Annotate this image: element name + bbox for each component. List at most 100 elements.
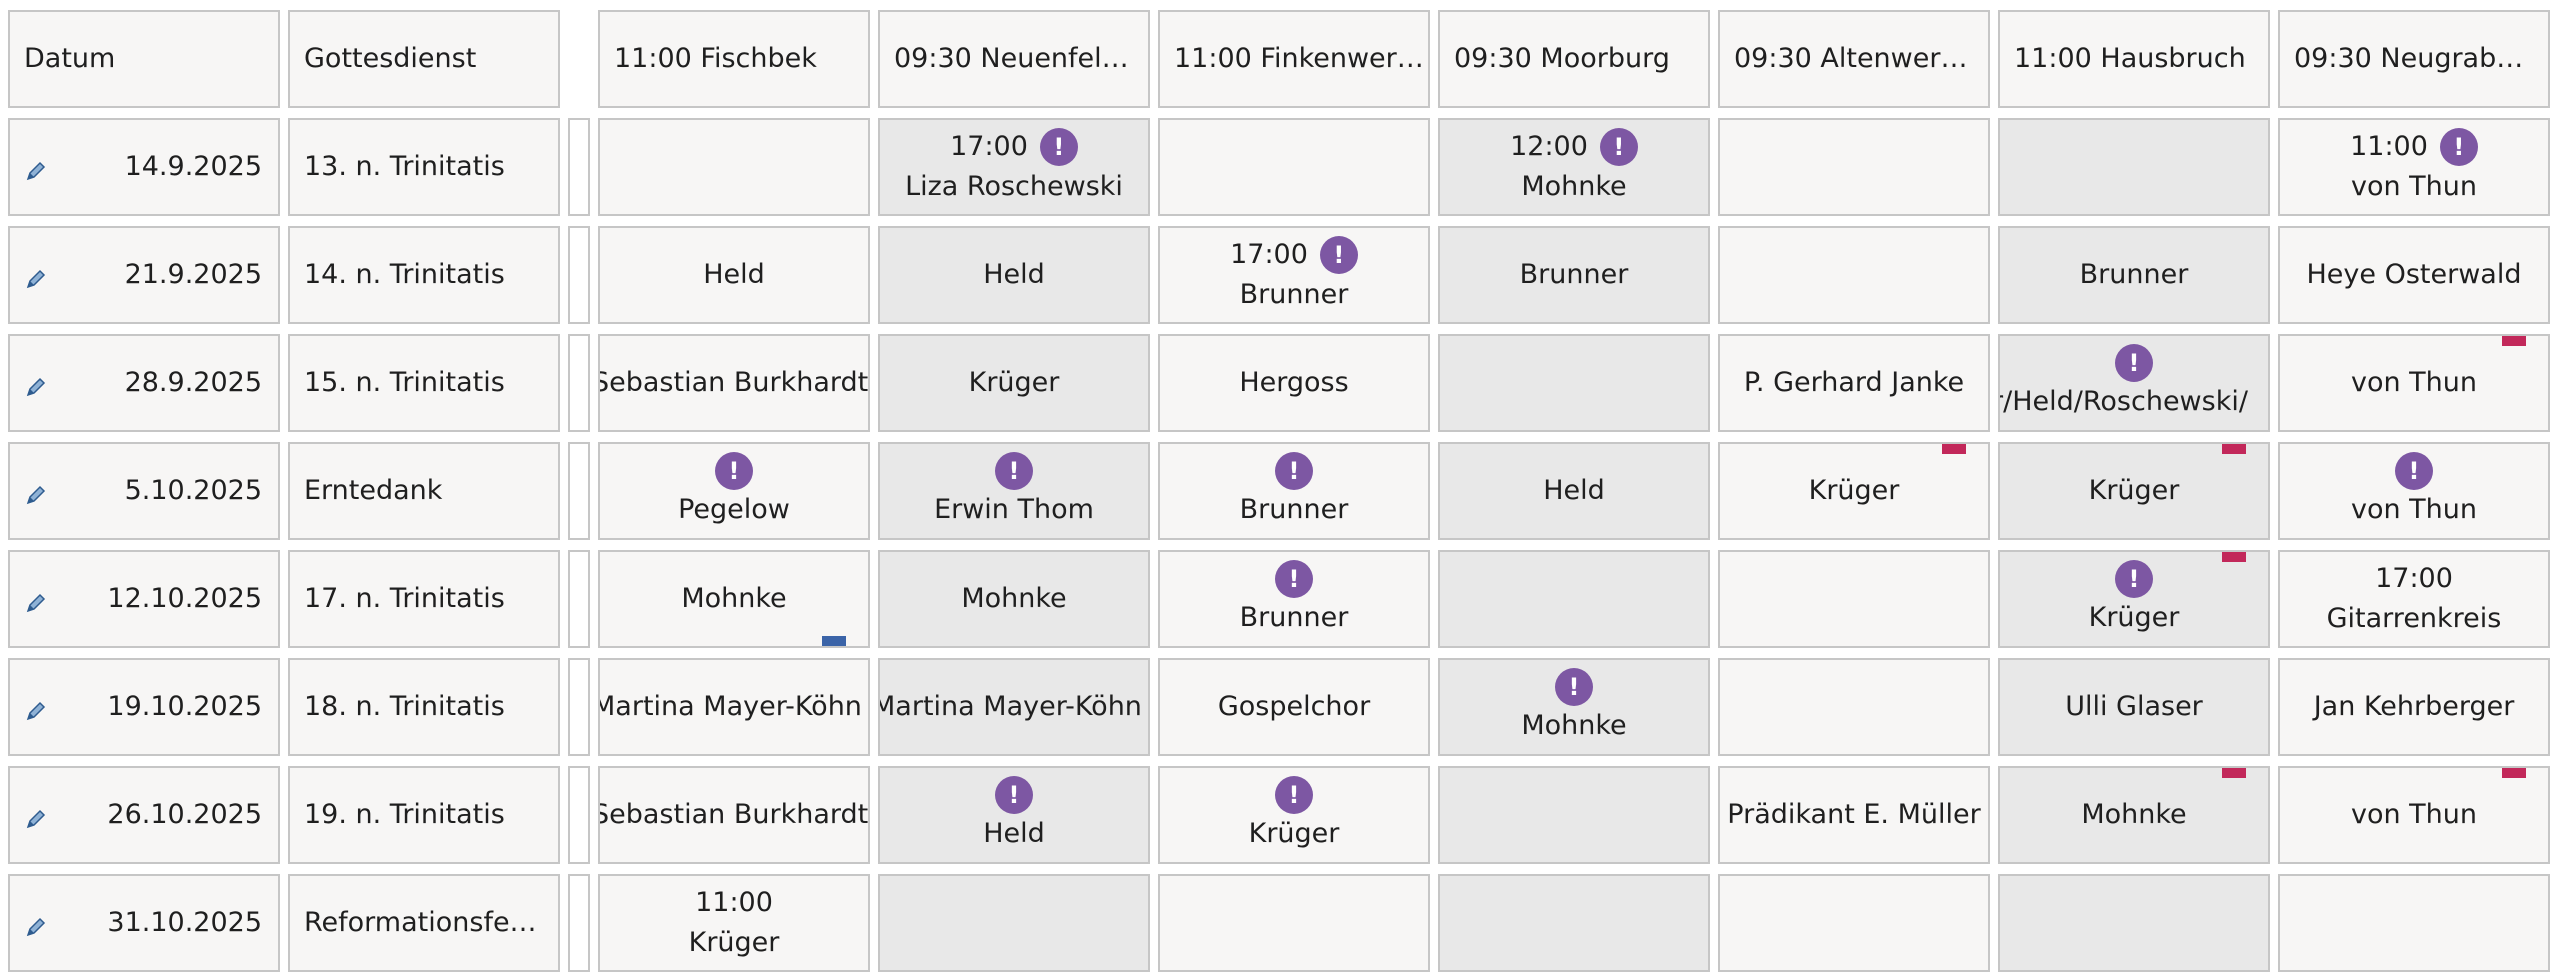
service-name-cell[interactable]: 17. n. Trinitatis — [288, 550, 560, 648]
exclamation-circle-icon[interactable]: ! — [2439, 128, 2478, 166]
schedule-cell[interactable]: Martina Mayer-Köhn — [878, 658, 1150, 756]
schedule-cell[interactable]: Gospelchor — [1158, 658, 1430, 756]
schedule-cell[interactable] — [1158, 118, 1430, 216]
schedule-cell[interactable]: Held — [598, 226, 870, 324]
schedule-cell[interactable] — [1998, 874, 2270, 972]
exclamation-circle-icon[interactable]: ! — [995, 452, 1033, 490]
schedule-cell[interactable]: Held — [878, 226, 1150, 324]
service-name-cell[interactable]: Reformationsfe… — [288, 874, 560, 972]
schedule-cell[interactable] — [1718, 658, 1990, 756]
exclamation-circle-icon[interactable]: ! — [2395, 452, 2433, 490]
pencil-icon[interactable] — [24, 479, 48, 505]
header-place-6[interactable]: 09:30 Neugrab… — [2278, 10, 2550, 108]
schedule-cell[interactable] — [1998, 118, 2270, 216]
schedule-cell[interactable]: Mohnke — [598, 550, 870, 648]
schedule-cell[interactable]: von Thun — [2278, 334, 2550, 432]
pencil-icon[interactable] — [24, 155, 48, 181]
schedule-cell[interactable] — [1438, 334, 1710, 432]
service-name-cell[interactable]: 18. n. Trinitatis — [288, 658, 560, 756]
schedule-cell[interactable]: Sebastian Burkhardt — [598, 766, 870, 864]
pencil-icon[interactable] — [24, 371, 48, 397]
pencil-icon[interactable] — [24, 695, 48, 721]
schedule-cell[interactable] — [598, 118, 870, 216]
schedule-cell[interactable]: 17:00!Liza Roschewski — [878, 118, 1150, 216]
schedule-cell[interactable]: Ulli Glaser — [1998, 658, 2270, 756]
date-cell[interactable]: 31.10.2025 — [8, 874, 280, 972]
schedule-cell[interactable]: !Krüger — [1158, 766, 1430, 864]
service-name-cell[interactable]: 13. n. Trinitatis — [288, 118, 560, 216]
schedule-cell[interactable]: Brunner — [1438, 226, 1710, 324]
schedule-cell[interactable]: Hergoss — [1158, 334, 1430, 432]
exclamation-circle-icon[interactable]: ! — [1599, 128, 1638, 166]
schedule-cell[interactable]: !Held — [878, 766, 1150, 864]
exclamation-circle-icon[interactable]: ! — [715, 452, 753, 490]
date-cell[interactable]: 28.9.2025 — [8, 334, 280, 432]
schedule-cell[interactable] — [1718, 226, 1990, 324]
schedule-cell[interactable] — [1158, 874, 1430, 972]
schedule-cell[interactable] — [2278, 874, 2550, 972]
exclamation-circle-icon[interactable]: ! — [2115, 344, 2153, 382]
schedule-cell[interactable]: !Brunner — [1158, 550, 1430, 648]
schedule-cell[interactable]: !Krüger — [1998, 550, 2270, 648]
exclamation-circle-icon[interactable]: ! — [1275, 560, 1313, 598]
schedule-cell[interactable]: Heye Osterwald — [2278, 226, 2550, 324]
date-cell[interactable]: 19.10.2025 — [8, 658, 280, 756]
schedule-cell[interactable]: von Thun — [2278, 766, 2550, 864]
header-datum[interactable]: Datum — [8, 10, 280, 108]
date-cell[interactable]: 21.9.2025 — [8, 226, 280, 324]
schedule-cell[interactable]: Sebastian Burkhardt — [598, 334, 870, 432]
schedule-cell[interactable] — [1718, 874, 1990, 972]
schedule-cell[interactable]: Krüger — [878, 334, 1150, 432]
service-name-cell[interactable]: 15. n. Trinitatis — [288, 334, 560, 432]
date-cell[interactable]: 12.10.2025 — [8, 550, 280, 648]
schedule-cell[interactable]: !r/Held/Roschewski/ — [1998, 334, 2270, 432]
schedule-cell[interactable]: !Mohnke — [1438, 658, 1710, 756]
header-place-3[interactable]: 09:30 Moorburg — [1438, 10, 1710, 108]
service-name-cell[interactable]: 14. n. Trinitatis — [288, 226, 560, 324]
schedule-cell[interactable]: !Brunner — [1158, 442, 1430, 540]
exclamation-circle-icon[interactable]: ! — [1555, 668, 1593, 706]
schedule-cell[interactable]: !Erwin Thom — [878, 442, 1150, 540]
header-place-5[interactable]: 11:00 Hausbruch — [1998, 10, 2270, 108]
schedule-cell[interactable] — [1438, 550, 1710, 648]
pencil-icon[interactable] — [24, 911, 48, 937]
schedule-cell[interactable]: Mohnke — [1998, 766, 2270, 864]
schedule-cell[interactable]: Brunner — [1998, 226, 2270, 324]
schedule-cell[interactable]: Martina Mayer-Köhn — [598, 658, 870, 756]
header-place-0[interactable]: 11:00 Fischbek — [598, 10, 870, 108]
header-place-4[interactable]: 09:30 Altenwer… — [1718, 10, 1990, 108]
header-place-2[interactable]: 11:00 Finkenwer… — [1158, 10, 1430, 108]
pencil-icon[interactable] — [24, 803, 48, 829]
service-name-cell[interactable]: Erntedank — [288, 442, 560, 540]
date-cell[interactable]: 26.10.2025 — [8, 766, 280, 864]
schedule-cell[interactable]: 17:00!Brunner — [1158, 226, 1430, 324]
header-gottesdienst[interactable]: Gottesdienst — [288, 10, 560, 108]
exclamation-circle-icon[interactable]: ! — [1319, 236, 1358, 274]
schedule-cell[interactable]: 11:00!von Thun — [2278, 118, 2550, 216]
schedule-cell[interactable] — [878, 874, 1150, 972]
exclamation-circle-icon[interactable]: ! — [995, 776, 1033, 814]
header-place-1[interactable]: 09:30 Neuenfel… — [878, 10, 1150, 108]
service-name-cell[interactable]: 19. n. Trinitatis — [288, 766, 560, 864]
schedule-cell[interactable] — [1718, 550, 1990, 648]
exclamation-circle-icon[interactable]: ! — [1275, 776, 1313, 814]
date-cell[interactable]: 5.10.2025 — [8, 442, 280, 540]
schedule-cell[interactable] — [1718, 118, 1990, 216]
date-cell[interactable]: 14.9.2025 — [8, 118, 280, 216]
schedule-cell[interactable]: Mohnke — [878, 550, 1150, 648]
exclamation-circle-icon[interactable]: ! — [1275, 452, 1313, 490]
pencil-icon[interactable] — [24, 263, 48, 289]
schedule-cell[interactable]: Prädikant E. Müller — [1718, 766, 1990, 864]
schedule-cell[interactable]: Krüger — [1718, 442, 1990, 540]
schedule-cell[interactable]: Jan Kehrberger — [2278, 658, 2550, 756]
schedule-cell[interactable] — [1438, 874, 1710, 972]
exclamation-circle-icon[interactable]: ! — [2115, 560, 2153, 598]
pencil-icon[interactable] — [24, 587, 48, 613]
schedule-cell[interactable]: !Pegelow — [598, 442, 870, 540]
schedule-cell[interactable]: 12:00!Mohnke — [1438, 118, 1710, 216]
schedule-cell[interactable] — [1438, 766, 1710, 864]
schedule-cell[interactable]: !von Thun — [2278, 442, 2550, 540]
schedule-cell[interactable]: Held — [1438, 442, 1710, 540]
schedule-cell[interactable]: Krüger — [1998, 442, 2270, 540]
